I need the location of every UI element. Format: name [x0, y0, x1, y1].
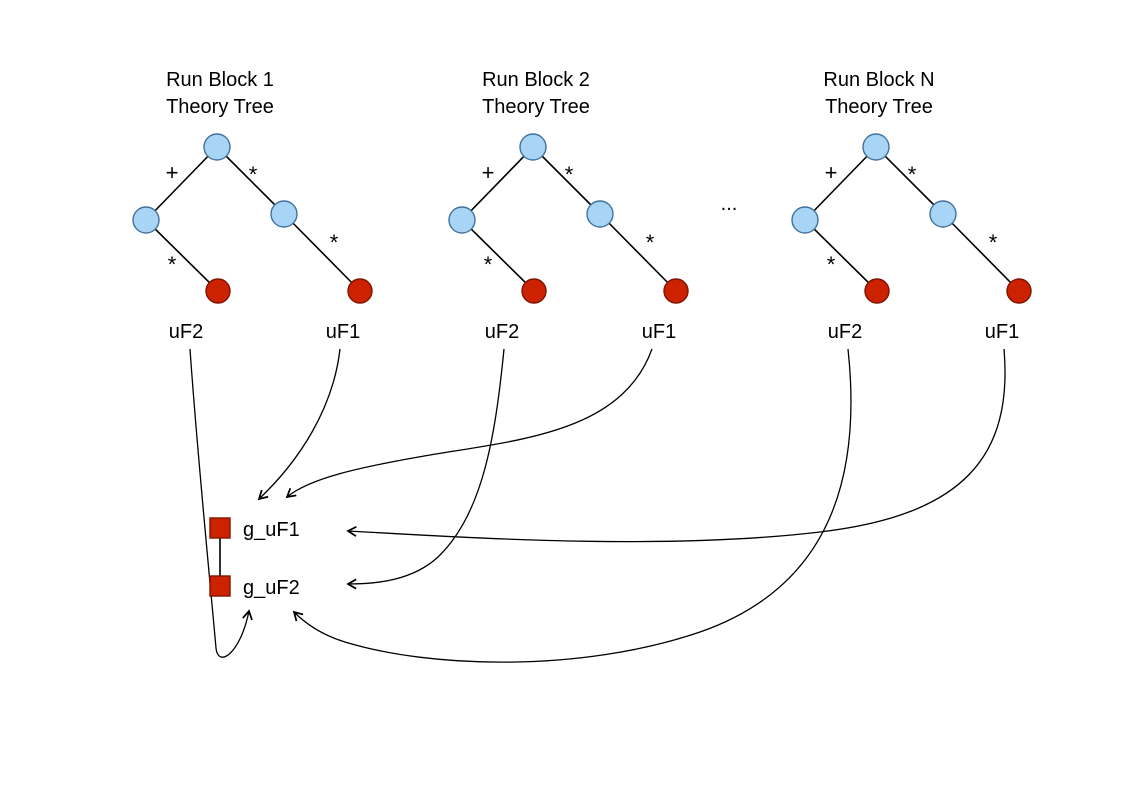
tree-edge-root-left — [461, 146, 534, 221]
tree-title-line1: Run Block 1 — [166, 69, 274, 91]
tree-edge-right-leaf — [942, 213, 1020, 292]
internal-node-right — [929, 200, 957, 228]
global-nodes: g_uF1 g_uF2 — [209, 517, 300, 599]
arrow-runblock1-uF1-to-g_uF1 — [257, 348, 341, 501]
leaf-label-uF1: uF1 — [985, 321, 1019, 343]
tree-edge-root-left — [145, 146, 218, 221]
edge-label-star: * — [827, 252, 836, 277]
tree-title-line1: Run Block N — [823, 69, 934, 91]
internal-node-root — [519, 133, 547, 161]
arrow-runblock2-uF1-to-g_uF1 — [285, 348, 653, 499]
edge-label-star: * — [646, 230, 655, 255]
tree-edge-left-leaf — [461, 219, 535, 292]
tree-edge-left-leaf — [804, 219, 878, 292]
leaf-label-uF2: uF2 — [169, 321, 203, 343]
theory-tree-run-block-2: Run Block 2 Theory Tree + * * * uF2 uF1 — [448, 69, 689, 343]
arrow-runblockN-uF1-to-g_uF1 — [346, 348, 1006, 543]
global-node-label-g_uF2: g_uF2 — [243, 577, 300, 599]
theory-tree-run-block-1: Run Block 1 Theory Tree + * * * uF2 uF1 — [132, 69, 373, 343]
edge-label-star: * — [484, 252, 493, 277]
edge-label-plus: + — [166, 160, 179, 185]
edge-label-plus: + — [825, 160, 838, 185]
leaf-node-uF1 — [1006, 278, 1032, 304]
edge-label-star: * — [249, 162, 258, 187]
leaf-label-uF2: uF2 — [485, 321, 519, 343]
edge-label-star: * — [908, 162, 917, 187]
edge-label-star: * — [330, 230, 339, 255]
edge-label-plus: + — [482, 160, 495, 185]
tree-edge-left-leaf — [145, 219, 219, 292]
tree-title-line1: Run Block 2 — [482, 69, 590, 91]
tree-edge-root-left — [804, 146, 877, 221]
internal-node-right — [586, 200, 614, 228]
internal-node-left — [448, 206, 476, 234]
global-node-square-g_uF1 — [209, 517, 231, 539]
leaf-node-uF2 — [205, 278, 231, 304]
tree-edge-root-right — [216, 146, 285, 215]
arrow-runblock2-uF2-to-g_uF2 — [346, 348, 505, 590]
internal-node-left — [132, 206, 160, 234]
leaf-label-uF1: uF1 — [326, 321, 360, 343]
global-node-square-g_uF2 — [209, 575, 231, 597]
internal-node-left — [791, 206, 819, 234]
arrow-runblock1-uF2-to-g_uF2 — [189, 348, 253, 658]
tree-title-line2: Theory Tree — [166, 96, 274, 118]
edge-label-star: * — [565, 162, 574, 187]
tree-edge-right-leaf — [283, 213, 361, 292]
leaf-node-uF2 — [521, 278, 547, 304]
tree-title-line2: Theory Tree — [482, 96, 590, 118]
edge-label-star: * — [168, 252, 177, 277]
leaf-node-uF1 — [663, 278, 689, 304]
leaf-node-uF2 — [864, 278, 890, 304]
internal-node-right — [270, 200, 298, 228]
tree-title-line2: Theory Tree — [825, 96, 933, 118]
theory-tree-run-block-n: Run Block N Theory Tree + * * * uF2 uF1 — [791, 69, 1032, 343]
arrow-runblockN-uF2-to-g_uF2 — [292, 348, 852, 663]
connections — [189, 348, 1006, 663]
edge-label-star: * — [989, 230, 998, 255]
internal-node-root — [862, 133, 890, 161]
tree-edge-root-right — [875, 146, 944, 215]
internal-node-root — [203, 133, 231, 161]
global-node-label-g_uF1: g_uF1 — [243, 519, 300, 541]
leaf-node-uF1 — [347, 278, 373, 304]
ellipsis: ... — [721, 193, 738, 215]
leaf-label-uF2: uF2 — [828, 321, 862, 343]
tree-edge-root-right — [532, 146, 601, 215]
tree-edge-right-leaf — [599, 213, 677, 292]
leaf-label-uF1: uF1 — [642, 321, 676, 343]
